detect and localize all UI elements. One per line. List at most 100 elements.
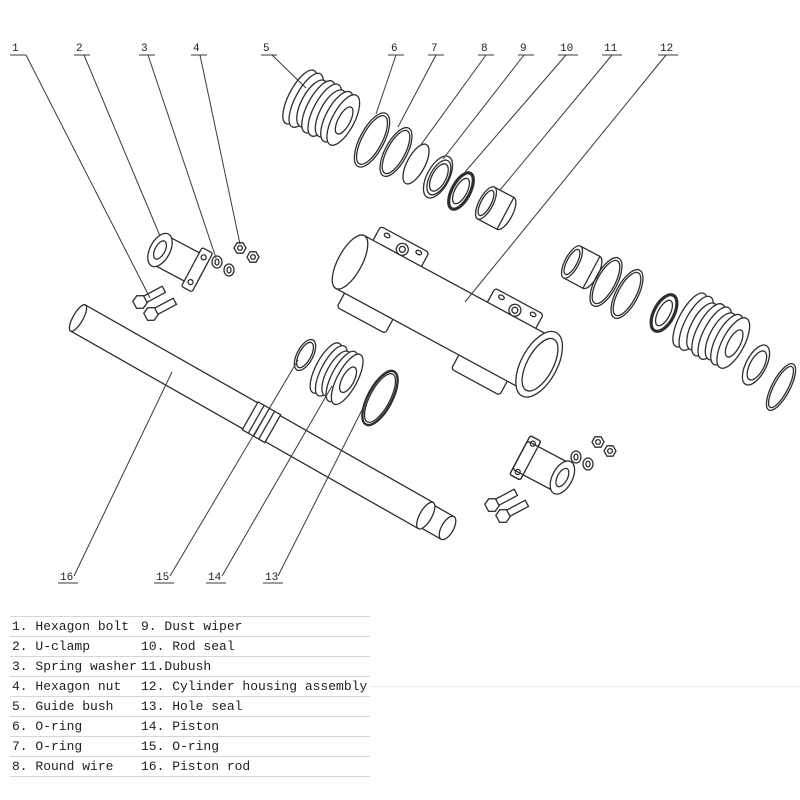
bolt-head (132, 294, 148, 310)
bolt-head (143, 306, 159, 322)
guide-bush (282, 69, 361, 146)
callout-15: 15 (156, 572, 169, 584)
dubush-bore (563, 248, 581, 276)
block-bolt-hole (497, 294, 505, 301)
legend-row: 4. Hexagon nut 12. Cylinder housing asse… (10, 677, 370, 697)
dust-wiper-lip (426, 159, 452, 196)
u-clamp-eye-hole (555, 467, 570, 488)
cylinder-housing (331, 226, 564, 398)
leader-line (277, 405, 365, 577)
hydraulic-port-hole (511, 306, 519, 314)
nut-hole (606, 447, 614, 455)
rod-seal (447, 171, 475, 211)
washer-outer (211, 255, 223, 269)
dust-wiper-bore (746, 350, 768, 381)
cylinder-bore-opening (521, 337, 559, 392)
nut-body (233, 242, 247, 254)
legend-item: 16. Piston rod (141, 759, 251, 774)
nut-body (591, 436, 605, 448)
block-bolt-hole (383, 232, 391, 239)
o-ring-inner (591, 259, 621, 305)
round-wire-ring (402, 143, 430, 185)
piston-rod-groove (258, 410, 276, 440)
u-clamp (509, 435, 576, 495)
hole-seal-outer (361, 369, 399, 427)
bolt-head (484, 497, 500, 513)
nut-body (603, 445, 617, 457)
dust-wiper (741, 344, 771, 386)
o-ring (353, 112, 391, 168)
block-bolt-hole (415, 249, 423, 256)
rod-seal-bore (654, 299, 674, 327)
callouts-bottom: 16 15 14 13 (58, 359, 365, 584)
callout-12: 12 (660, 43, 673, 55)
hexagon-nut (233, 242, 247, 254)
dubush-face (474, 186, 498, 220)
legend-item: 3. Spring washer (12, 659, 137, 674)
o-ring-inner (612, 271, 642, 317)
leader-line (375, 54, 397, 115)
callout-16: 16 (60, 572, 73, 584)
o-ring (610, 268, 644, 320)
legend-item: 12. Cylinder housing assembly (141, 679, 368, 694)
legend-item: 11.Dubush (141, 659, 212, 674)
piston-rod-end-face (438, 515, 457, 541)
hexagon-nut (246, 251, 260, 263)
u-clamp-bolt-hole (529, 440, 536, 447)
u-clamp-bolt-hole (187, 278, 194, 286)
legend-item: 15. O-ring (141, 739, 220, 754)
hydraulic-port-hole (398, 245, 406, 254)
o-ring-inner (295, 341, 315, 369)
leader-line (419, 54, 487, 147)
leader-line (397, 54, 437, 128)
spring-washer (211, 255, 235, 277)
dubush-face (560, 245, 584, 279)
dubush-bore (477, 189, 495, 217)
washer-outer (570, 450, 582, 464)
o-ring (293, 338, 317, 372)
o-ring-outer (610, 268, 644, 320)
legend-row: 3. Spring washer 11.Dubush (10, 657, 370, 677)
dust-wiper-bore (428, 163, 449, 192)
callout-2: 2 (76, 43, 83, 55)
leader-line (464, 54, 567, 173)
nut-hole (594, 438, 602, 446)
o-ring (379, 126, 413, 178)
piston (309, 342, 364, 406)
hole-seal-inner (363, 373, 397, 423)
dubush (560, 245, 603, 290)
o-ring (765, 363, 797, 411)
rod-seal-ring (447, 171, 475, 211)
divider (370, 686, 800, 687)
spring-washer (570, 450, 594, 471)
callout-8: 8 (481, 43, 488, 55)
rod-seal-bore (451, 177, 471, 205)
guide-bush-bore (334, 106, 354, 135)
legend-item: 4. Hexagon nut (12, 679, 122, 694)
parts-legend: 1. Hexagon bolt 9. Dust wiper 2. U-clamp… (10, 616, 370, 777)
o-ring-outer (589, 256, 623, 308)
callout-4: 4 (193, 43, 200, 55)
piston-rod (68, 304, 457, 541)
rod-seal-ring (649, 293, 679, 333)
hexagon-bolt (484, 488, 519, 513)
legend-item: 1. Hexagon bolt (12, 619, 130, 634)
o-ring-outer (379, 126, 413, 178)
o-ring-outer (353, 112, 391, 168)
leader-line (73, 371, 173, 577)
nut-hole (236, 244, 244, 252)
leader-line (221, 385, 333, 577)
piston-rod-step-face (416, 501, 436, 530)
piston-rod-rear-face (68, 304, 88, 332)
leader-line (83, 54, 161, 237)
leader-line (169, 359, 299, 577)
washer-hole (226, 266, 232, 274)
washer-outer (223, 263, 235, 277)
u-clamp-bolt-hole (200, 254, 207, 261)
legend-item: 14. Piston (141, 719, 220, 734)
o-ring-outer (293, 338, 317, 372)
hexagon-bolt (132, 285, 167, 310)
legend-item: 6. O-ring (12, 719, 83, 734)
o-ring-inner (381, 129, 411, 175)
callouts-top: 1 2 3 4 5 6 7 8 9 10 11 12 (10, 43, 678, 303)
